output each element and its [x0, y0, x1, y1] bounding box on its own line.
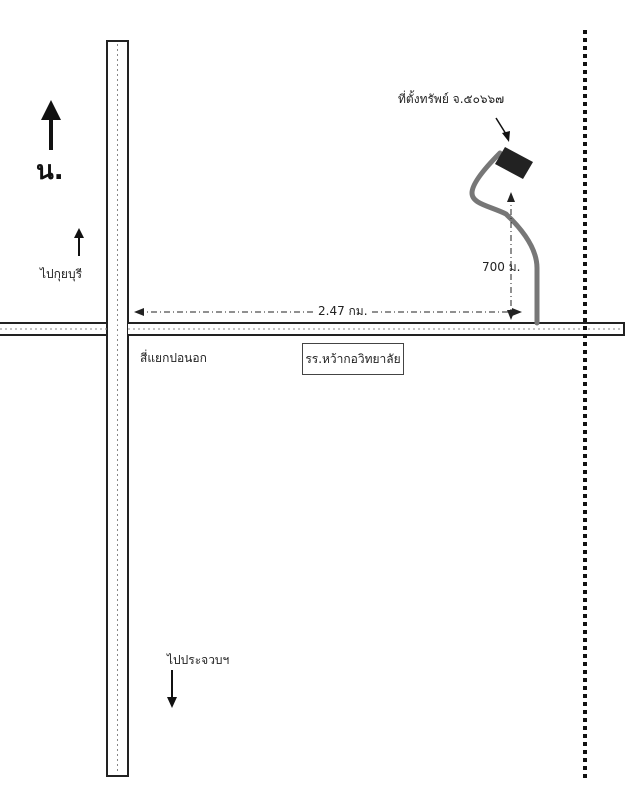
school-label: รร.หว้ากอวิทยาลัย	[302, 343, 404, 375]
access-road	[469, 150, 540, 326]
property-site-label: ที่ตั้งทรัพย์ จ.๕๐๖๖๗	[398, 92, 505, 106]
property-marker	[495, 147, 533, 179]
distance-700-label: 700 ม.	[482, 260, 521, 274]
down-arrow-icon	[167, 670, 177, 708]
intersection-label: สี่แยกปอนอก	[140, 351, 207, 365]
up-arrow-icon	[74, 228, 84, 256]
side-road-east	[128, 322, 625, 336]
to-prachuap-label: ไปประจวบฯ	[167, 653, 230, 667]
distance-700-dimension	[507, 192, 515, 320]
distance-247-dimension	[134, 308, 522, 316]
property-pointer-arrow-icon	[495, 117, 510, 142]
north-arrow-icon	[41, 100, 61, 150]
main-road-vertical	[106, 40, 129, 777]
north-label: น.	[36, 156, 64, 186]
distance-247-label: 2.47 กม.	[316, 302, 370, 321]
to-kuiburi-label: ไปกุยบุรี	[40, 267, 83, 281]
